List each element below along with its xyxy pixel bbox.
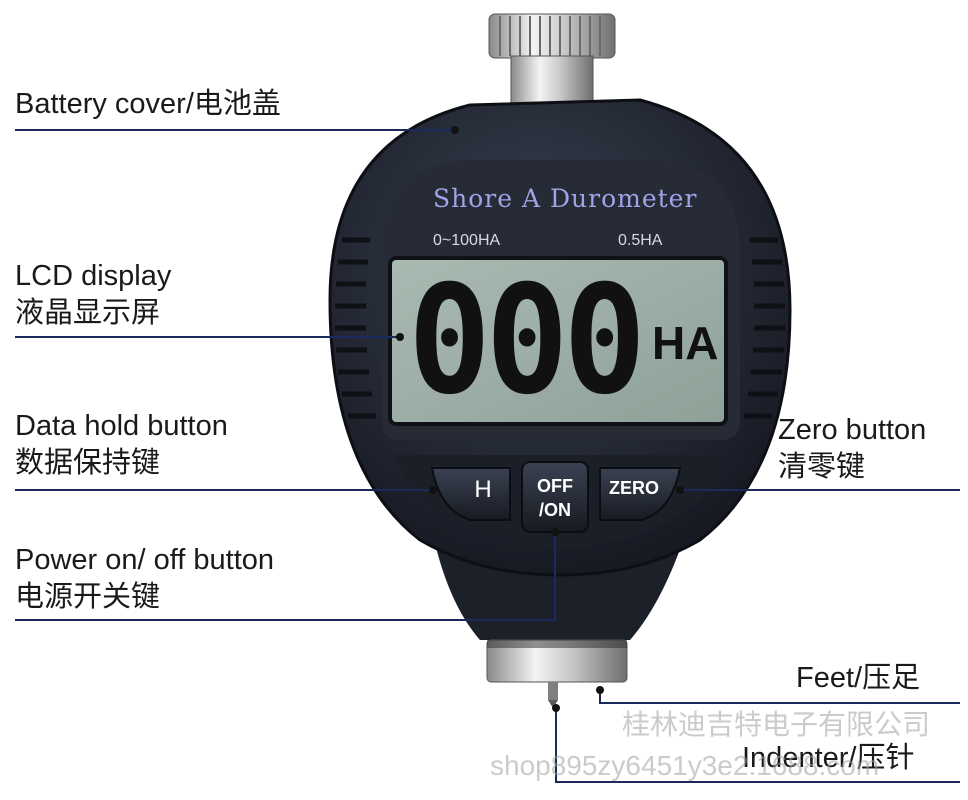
lcd-reading: 000 — [408, 254, 646, 428]
leader-lines — [15, 129, 960, 783]
label-data-hold: Data hold button 数据保持键 — [15, 408, 228, 480]
label-lcd-display-en: LCD display — [15, 260, 172, 292]
lcd-screen — [388, 256, 728, 426]
label-lcd-display-cn: 液晶显示屏 — [15, 295, 161, 329]
label-feet: Feet/压足 — [796, 660, 920, 696]
lcd-title: Shore A Durometer — [433, 184, 698, 213]
label-zero: Zero button 清零键 — [778, 412, 926, 484]
top-knob — [488, 13, 616, 107]
label-power-cn: 电源开关键 — [15, 579, 161, 613]
watermark-shop: shop895zy6451y3e2.1688.com — [490, 750, 880, 781]
label-data-hold-cn: 数据保持键 — [15, 445, 161, 479]
zero-button[interactable]: ZERO — [608, 478, 659, 498]
label-lcd-display: LCD display 液晶显示屏 — [15, 258, 171, 330]
feet-ring — [486, 639, 628, 683]
label-battery-cover: Battery cover/电池盖 — [15, 86, 281, 122]
lcd-unit: HA — [652, 317, 719, 369]
zero-button-shape — [599, 467, 682, 521]
hold-button-shape — [430, 467, 511, 521]
label-power: Power on/ off button 电源开关键 — [15, 542, 274, 614]
label-indenter: Indenter/压针 — [742, 740, 914, 776]
grip-ridges-right — [744, 237, 785, 419]
label-zero-cn: 清零键 — [778, 449, 866, 483]
power-button-shape — [521, 461, 589, 533]
grip-ridges-left — [335, 237, 376, 419]
label-power-en: Power on/ off button — [15, 544, 275, 576]
label-feet-text: Feet/压足 — [796, 662, 921, 694]
label-zero-en: Zero button — [778, 414, 927, 446]
label-indenter-text: Indenter/压针 — [742, 742, 915, 774]
hold-button[interactable]: H — [474, 476, 492, 503]
lcd-resolution: 0.5HA — [618, 232, 663, 249]
power-button-label-line2[interactable]: /ON — [538, 500, 571, 520]
leader-dots — [396, 126, 684, 712]
watermark-company: 桂林迪吉特电子有限公司 — [622, 708, 931, 741]
indenter-needle — [548, 682, 558, 708]
label-data-hold-en: Data hold button — [15, 410, 228, 442]
power-button-label-line1[interactable]: OFF — [537, 476, 573, 496]
label-battery-cover-text: Battery cover/电池盖 — [15, 88, 281, 120]
lcd-range: 0~100HA — [433, 232, 501, 249]
